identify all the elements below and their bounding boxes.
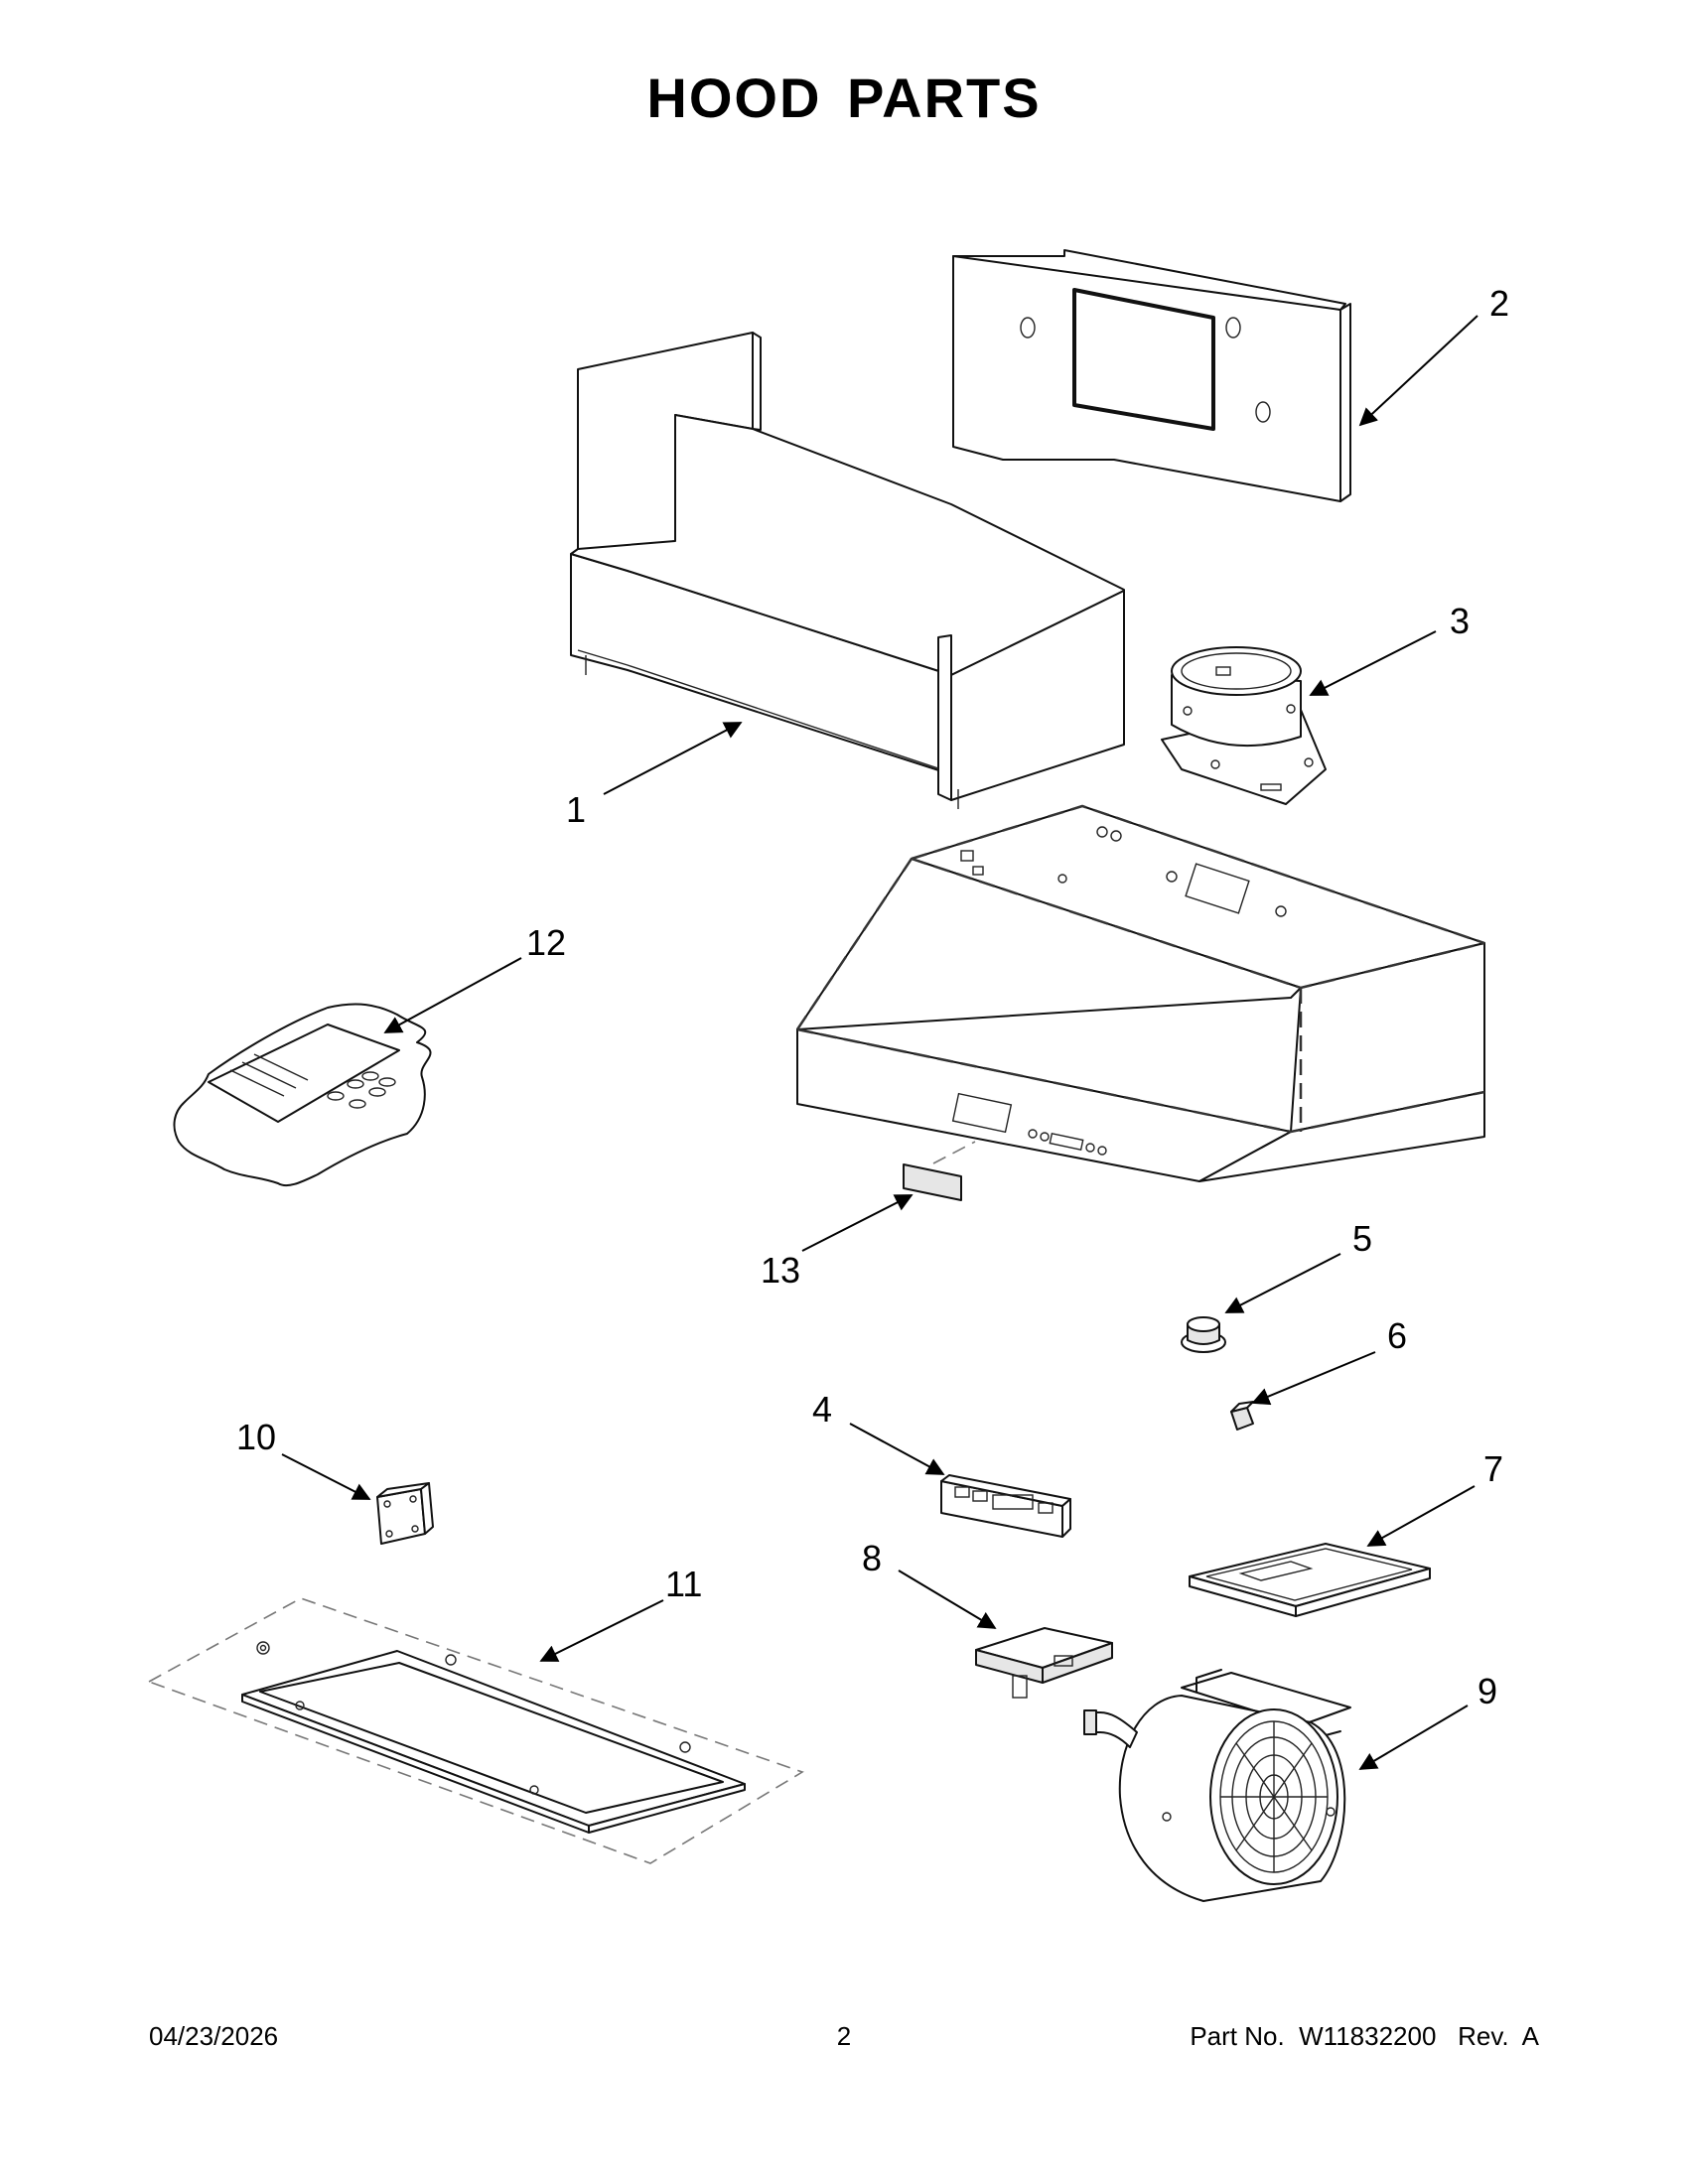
part-2-back-panel[interactable] — [952, 249, 1351, 502]
callout-6: 6 — [1387, 1315, 1407, 1356]
part-13-display-lens[interactable] — [903, 1141, 976, 1201]
footer-date: 04/23/2026 — [149, 2021, 279, 2051]
footer-page-number: 2 — [836, 2021, 852, 2051]
part-6-clip[interactable] — [1230, 1401, 1254, 1431]
leader-10 — [281, 1453, 371, 1500]
part-8-electronic-module[interactable] — [975, 1627, 1113, 1699]
page-title: HOOD PARTS — [646, 67, 1042, 129]
part-10-junction-box[interactable] — [376, 1482, 434, 1545]
callout-9: 9 — [1477, 1671, 1497, 1711]
callout-5: 5 — [1352, 1218, 1372, 1259]
part-12-literature-bag[interactable] — [173, 1003, 432, 1187]
leader-5 — [1224, 1253, 1341, 1313]
leader-7 — [1366, 1485, 1476, 1547]
part-3-duct-collar[interactable] — [1161, 646, 1327, 805]
leader-13 — [801, 1194, 914, 1252]
leader-3 — [1309, 630, 1437, 696]
leader-2 — [1358, 315, 1478, 427]
leader-arrows — [281, 315, 1478, 1770]
callout-1: 1 — [566, 789, 586, 830]
part-7-grease-filter[interactable] — [1189, 1543, 1431, 1617]
leader-1 — [603, 722, 743, 795]
callout-labels: 1 2 3 4 5 6 7 8 9 10 11 12 13 — [236, 283, 1509, 1711]
leader-6 — [1251, 1351, 1376, 1406]
callout-7: 7 — [1483, 1448, 1503, 1489]
leader-12 — [383, 957, 522, 1033]
callout-13: 13 — [761, 1250, 800, 1291]
footer-part-number: Part No. W11832200 Rev. A — [1190, 2021, 1539, 2051]
leader-8 — [898, 1570, 997, 1629]
part-1-duct-cover[interactable] — [570, 332, 1125, 809]
callout-4: 4 — [812, 1389, 832, 1430]
part-11-filter-frame[interactable] — [147, 1597, 804, 1864]
callout-3: 3 — [1450, 601, 1470, 641]
callout-10: 10 — [236, 1417, 276, 1457]
leader-11 — [539, 1599, 664, 1662]
callout-11: 11 — [665, 1564, 702, 1604]
part-5-knob[interactable] — [1181, 1316, 1226, 1353]
part-9-blower-motor[interactable] — [1083, 1669, 1351, 1902]
callout-8: 8 — [862, 1538, 882, 1578]
leader-9 — [1358, 1705, 1469, 1770]
leader-4 — [849, 1423, 945, 1475]
callout-12: 12 — [526, 922, 566, 963]
part-4-control-board[interactable] — [940, 1474, 1071, 1538]
hood-body[interactable] — [795, 804, 1485, 1182]
callout-2: 2 — [1489, 283, 1509, 324]
